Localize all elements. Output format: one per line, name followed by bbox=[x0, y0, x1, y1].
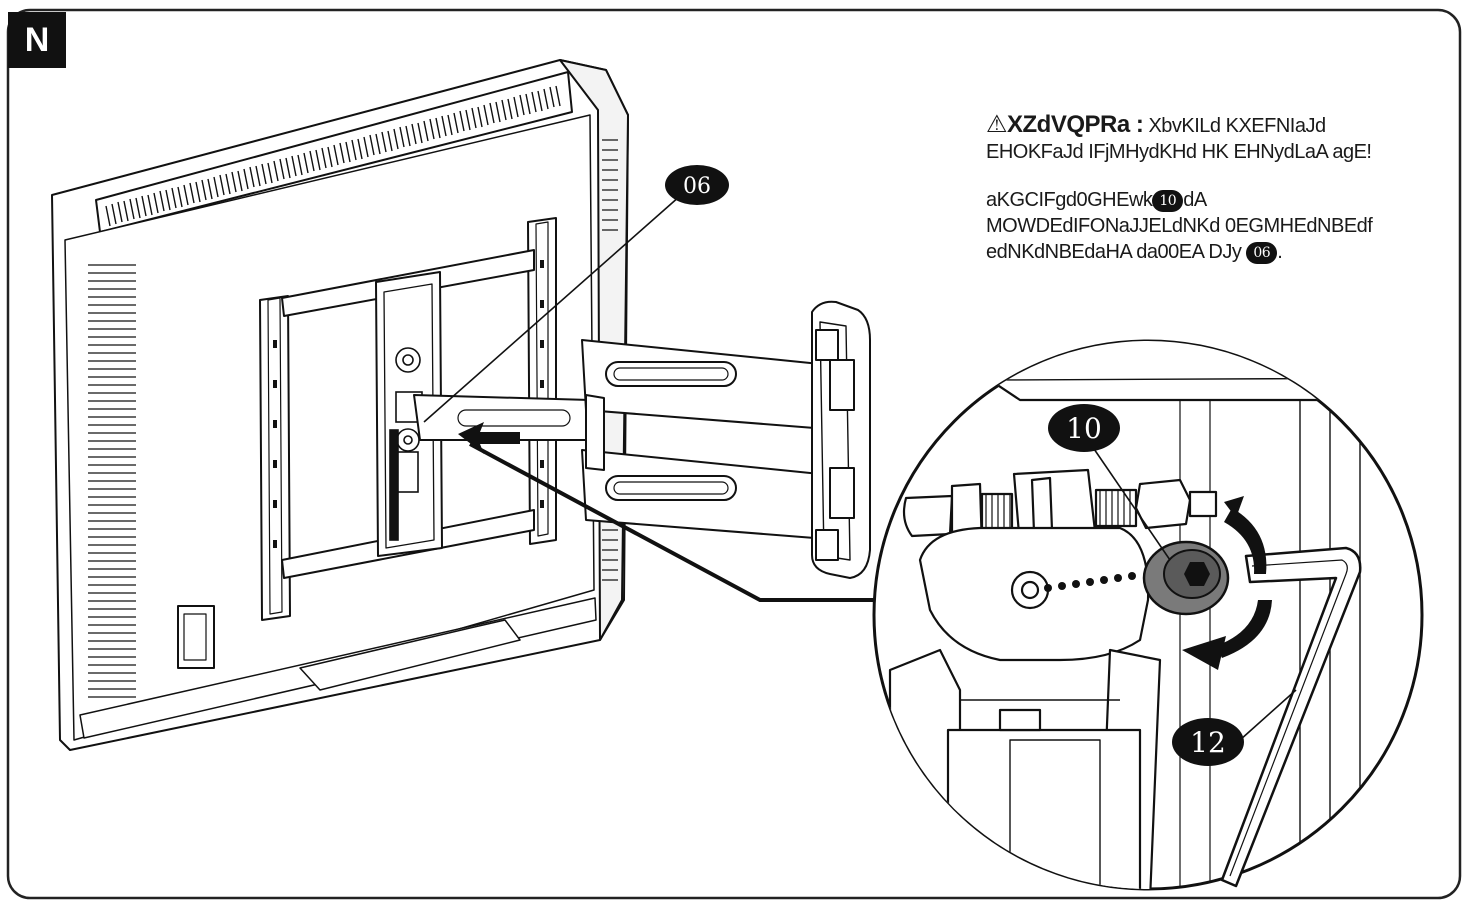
instruction-part-1: aKGCIFgd0GHEwk bbox=[986, 189, 1153, 211]
inline-callout-10: 10 bbox=[1152, 189, 1184, 212]
tv-side-vents bbox=[88, 139, 618, 698]
pointer-arrow bbox=[458, 422, 520, 454]
callout-12-label: 12 bbox=[1190, 726, 1226, 759]
callout-12: 12 bbox=[1172, 718, 1244, 766]
callout-06-label: 06 bbox=[683, 174, 711, 199]
warning-triangle-icon: ⚠ bbox=[986, 111, 1008, 138]
adjustment-screw bbox=[1142, 540, 1230, 616]
zoom-leader-line bbox=[469, 442, 878, 602]
arm-slot-pills bbox=[457, 409, 571, 427]
callout-10-label: 10 bbox=[1066, 412, 1102, 445]
instruction-block: ⚠XZdVQPRa : XbvKILd KXEFNIaJd EHOKFaJd I… bbox=[986, 112, 1406, 287]
callout-06-leader bbox=[423, 195, 681, 423]
articulating-arm bbox=[413, 300, 871, 579]
rotation-arrows bbox=[1182, 496, 1272, 670]
hex-key bbox=[1220, 546, 1362, 888]
callout-06: 06 bbox=[665, 165, 729, 205]
warning-text: XbvKILd KXEFNIaJd EHOKFaJd IFjMHydKHd HK… bbox=[986, 115, 1372, 163]
warning-paragraph: ⚠XZdVQPRa : XbvKILd KXEFNIaJd EHOKFaJd I… bbox=[986, 112, 1406, 165]
alignment-dots bbox=[1044, 572, 1136, 592]
zoom-detail bbox=[872, 339, 1424, 891]
step-letter-badge: N bbox=[8, 12, 66, 68]
callout-10: 10 bbox=[1048, 404, 1120, 452]
page-frame bbox=[6, 8, 1462, 900]
instruction-part-3: . bbox=[1277, 241, 1283, 263]
instruction-part-2: dA MOWDEdIFONaJJELdNKd 0EGMHEdNBEdf edNK… bbox=[986, 189, 1373, 263]
rail-slots bbox=[273, 260, 544, 548]
warning-label: XZdVQPRa : bbox=[1007, 111, 1144, 138]
inline-callout-06: 06 bbox=[1246, 241, 1278, 264]
tv-top-vents bbox=[105, 85, 561, 227]
